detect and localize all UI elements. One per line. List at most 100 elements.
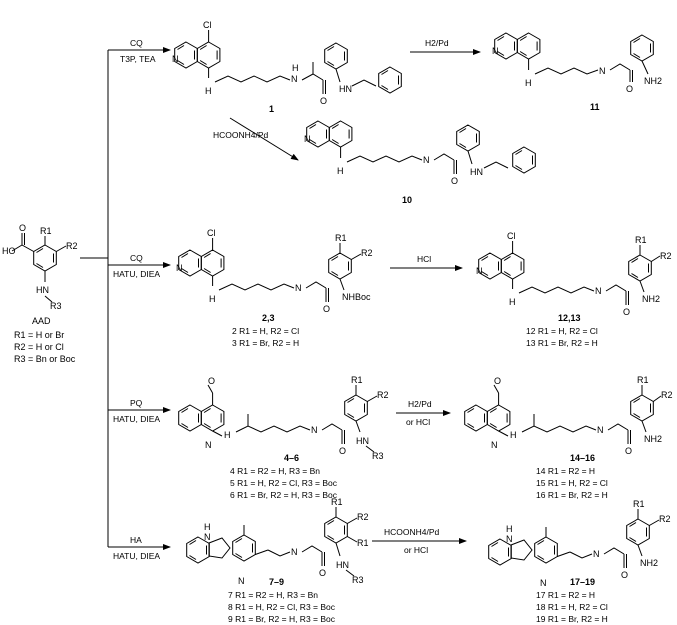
- c79-r2: R2: [357, 512, 369, 522]
- c1416-nh2: NH2: [644, 434, 662, 444]
- c1719-nh2: NH2: [640, 558, 658, 568]
- c14-line: 14 R1 = R2 = H: [536, 466, 595, 476]
- c19-line: 19 R1 = Br, R2 = H: [536, 614, 608, 624]
- c18-line: 18 R1 = H, R2 = Cl: [536, 602, 608, 612]
- c1416-nh: H: [510, 430, 517, 440]
- compound-7-9-label: 7–9: [269, 577, 284, 587]
- branch-lines: [80, 47, 171, 550]
- structure-compound-17-19: [488, 509, 660, 568]
- route4-step2-reagent: HCOONH4/Pd: [384, 527, 440, 537]
- c4-line: 4 R1 = R2 = H, R3 = Bn: [230, 466, 320, 476]
- c46-r2: R2: [377, 390, 389, 400]
- structure-compound-2-3: [179, 238, 362, 302]
- c3-line: 3 R1 = Br, R2 = H: [232, 338, 299, 348]
- c23-nh: H: [209, 294, 216, 304]
- route1-step3-reagent: HCOONH4/Pd: [213, 130, 269, 140]
- route3-step2-conditions: or HCl: [406, 417, 430, 427]
- c1416-n: N: [491, 440, 498, 450]
- c1719-amide-n: N: [593, 549, 600, 559]
- c23-n: N: [176, 263, 183, 273]
- structure-compound-7-9: [186, 507, 358, 577]
- c1-o: O: [320, 96, 327, 106]
- route4-reagent: HA: [130, 535, 142, 545]
- aad-oh-label: HO: [2, 246, 16, 256]
- c17-line: 17 R1 = R2 = H: [536, 590, 595, 600]
- c1719-nh-n: N: [506, 534, 513, 544]
- route3-reagent: PQ: [130, 398, 143, 408]
- aad-o-label: O: [19, 223, 26, 233]
- c23-nhboc: NHBoc: [342, 292, 371, 302]
- compound-2-3-label: 2,3: [262, 313, 275, 323]
- c23-r1: R1: [335, 233, 347, 243]
- c1-amide-h: H: [292, 63, 299, 73]
- route1-step2-reagent: H2/Pd: [425, 38, 449, 48]
- compound-17-19-label: 17–19: [570, 577, 595, 587]
- route4-step2-conditions: or HCl: [404, 545, 428, 555]
- structure-compound-11: [495, 33, 654, 82]
- c10-nh: H: [337, 166, 344, 176]
- c1-hn: HN: [339, 84, 352, 94]
- compound-12-13-label: 12,13: [558, 313, 581, 323]
- route2-conditions: HATU, DIEA: [113, 269, 160, 279]
- structure-compound-4-6: [179, 384, 378, 453]
- c8-line: 8 R1 = H, R2 = Cl, R3 = Boc: [228, 602, 336, 612]
- c46-n: N: [205, 440, 212, 450]
- c46-r1: R1: [351, 375, 363, 385]
- c79-pyr-n: N: [238, 576, 245, 586]
- c1719-o: O: [621, 570, 628, 580]
- c46-hn: HN: [356, 436, 369, 446]
- c13-line: 13 R1 = Br, R2 = H: [526, 338, 598, 348]
- c46-amide-n: N: [311, 425, 318, 435]
- compound-11-label: 11: [590, 102, 600, 112]
- route1-reagent: CQ: [130, 38, 143, 48]
- c11-o: O: [626, 84, 633, 94]
- c1416-r2: R2: [661, 390, 673, 400]
- structure-aad: [11, 233, 67, 303]
- c1-nh: H: [205, 86, 212, 96]
- c46-ome: O: [208, 376, 215, 386]
- compound-1-label: 1: [269, 104, 274, 114]
- c1213-r1: R1: [635, 235, 647, 245]
- aad-r2-label: R2: [66, 241, 78, 251]
- route2-step2-reagent: HCl: [417, 254, 431, 264]
- compound-10-label: 10: [402, 195, 412, 205]
- aad-def-r3: R3 = Bn or Boc: [14, 354, 76, 364]
- route1-conditions: T3P, TEA: [120, 54, 156, 64]
- c79-r1a: R1: [331, 497, 343, 507]
- c1-amide-n: N: [291, 74, 298, 84]
- c1213-r2: R2: [660, 251, 672, 261]
- c23-o: O: [323, 304, 330, 314]
- c23-r2: R2: [361, 248, 373, 258]
- c6-line: 6 R1 = Br, R2 = H, R3 = Boc: [230, 490, 338, 500]
- c1213-amide-n: N: [595, 286, 602, 296]
- aad-def-r1: R1 = H or Br: [14, 330, 64, 340]
- c10-hn: HN: [470, 167, 483, 177]
- c46-r3: R3: [372, 451, 384, 461]
- c1213-cl: Cl: [507, 231, 516, 241]
- c1213-nh2: NH2: [642, 294, 660, 304]
- c46-o: O: [339, 446, 346, 456]
- c11-amide-n: N: [599, 66, 606, 76]
- c1213-n: N: [476, 266, 483, 276]
- c79-o: O: [319, 568, 326, 578]
- c5-line: 5 R1 = H, R2 = Cl, R3 = Boc: [230, 478, 338, 488]
- c11-n: N: [492, 46, 499, 56]
- c1719-nh-h: H: [506, 524, 513, 534]
- structure-compound-14-16: [465, 384, 662, 444]
- route3-step2-reagent: H2/Pd: [408, 399, 432, 409]
- c23-amide-n: N: [295, 283, 302, 293]
- c1213-o: O: [623, 307, 630, 317]
- route4-conditions: HATU, DIEA: [113, 551, 160, 561]
- c10-amide-n: N: [423, 155, 430, 165]
- c1-n: N: [172, 54, 179, 64]
- arrow-1-to-10: [229, 117, 299, 161]
- aad-r1-label: R1: [40, 226, 52, 236]
- c79-r1b: R1: [357, 538, 369, 548]
- aad-hn-label: HN: [36, 285, 49, 295]
- c12-line: 12 R1 = H, R2 = Cl: [526, 326, 598, 336]
- c79-r3: R3: [352, 575, 364, 585]
- aad-r3-label: R3: [50, 301, 62, 311]
- c2-line: 2 R1 = H, R2 = Cl: [232, 326, 299, 336]
- c10-n: N: [304, 134, 311, 144]
